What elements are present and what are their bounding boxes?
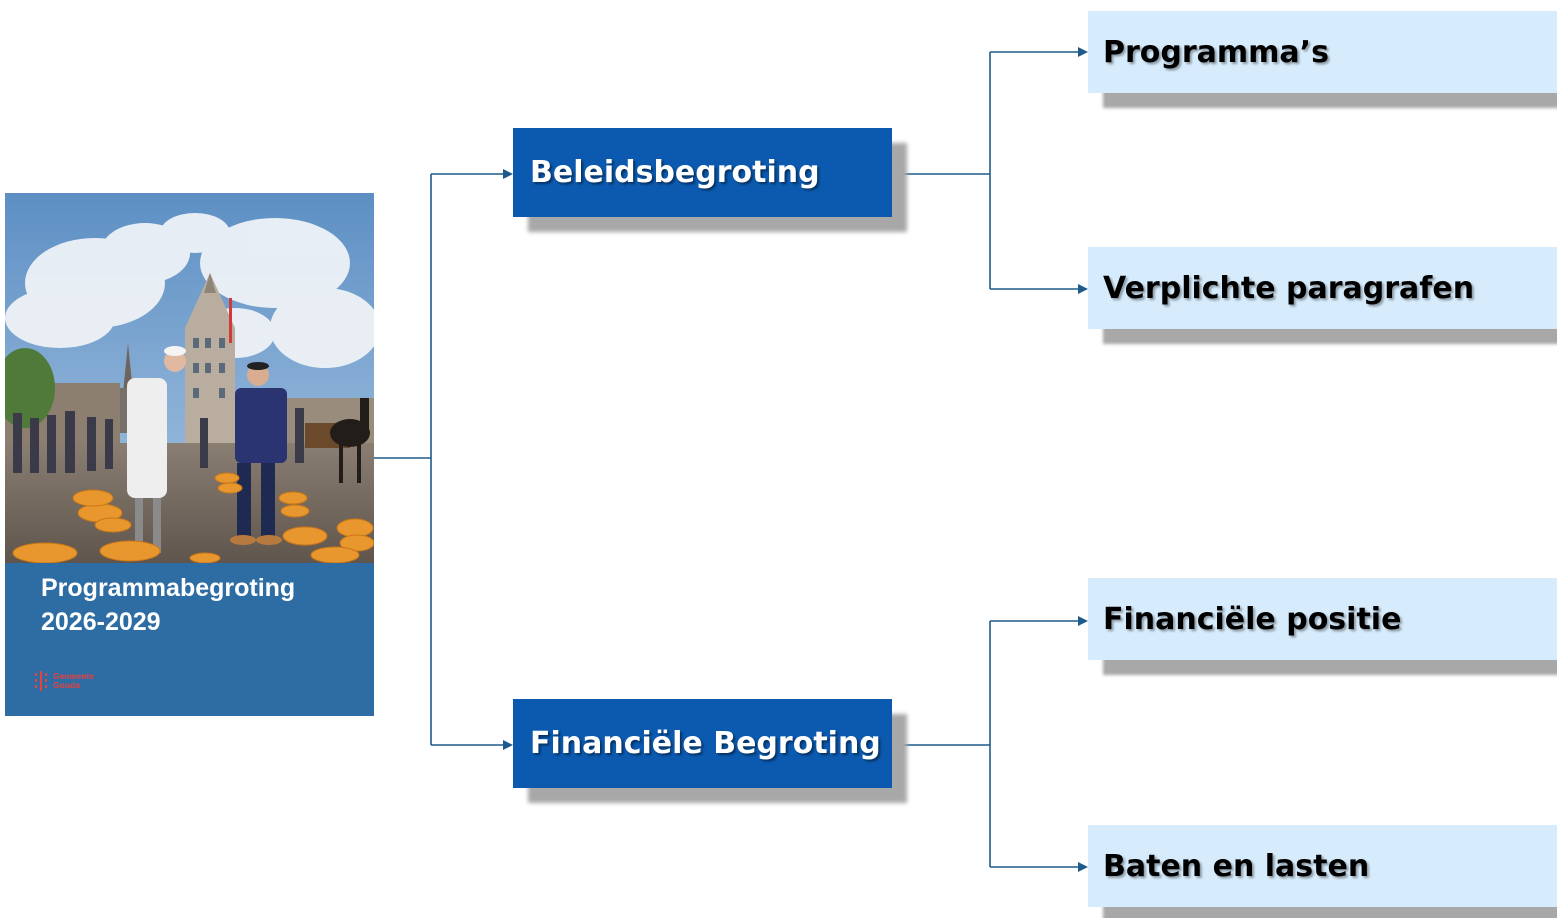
cover-title-line2: 2026-2029: [41, 608, 161, 636]
node-verplichte-paragrafen-label: Verplichte paragrafen: [1103, 270, 1475, 306]
logo-text: Gemeente Gouda: [53, 672, 94, 690]
node-baten-en-lasten-label: Baten en lasten: [1103, 848, 1370, 884]
logo-text-line1: Gemeente: [53, 671, 95, 681]
node-financiele-positie: Financiële positie: [1088, 578, 1557, 660]
node-financiele-begroting-label: Financiële Begroting: [530, 726, 881, 761]
municipality-logo: Gemeente Gouda: [35, 671, 94, 691]
node-programmas-label: Programma’s: [1103, 34, 1329, 70]
node-financiele-begroting: Financiële Begroting: [513, 699, 892, 788]
logo-text-line2: Gouda: [53, 680, 80, 690]
node-beleidsbegroting: Beleidsbegroting: [513, 128, 892, 217]
cover-title-line1: Programmabegroting: [41, 574, 296, 602]
document-cover: Programmabegroting 2026-2029 Gemeente Go…: [5, 193, 374, 716]
node-verplichte-paragrafen: Verplichte paragrafen: [1088, 247, 1557, 329]
gouda-logo-icon: [35, 671, 47, 691]
cover-title: Programmabegroting 2026-2029: [41, 571, 295, 639]
node-financiele-positie-label: Financiële positie: [1103, 601, 1402, 637]
node-baten-en-lasten: Baten en lasten: [1088, 825, 1557, 907]
cover-photo: [5, 193, 374, 563]
node-beleidsbegroting-label: Beleidsbegroting: [530, 155, 820, 190]
node-programmas: Programma’s: [1088, 11, 1557, 93]
